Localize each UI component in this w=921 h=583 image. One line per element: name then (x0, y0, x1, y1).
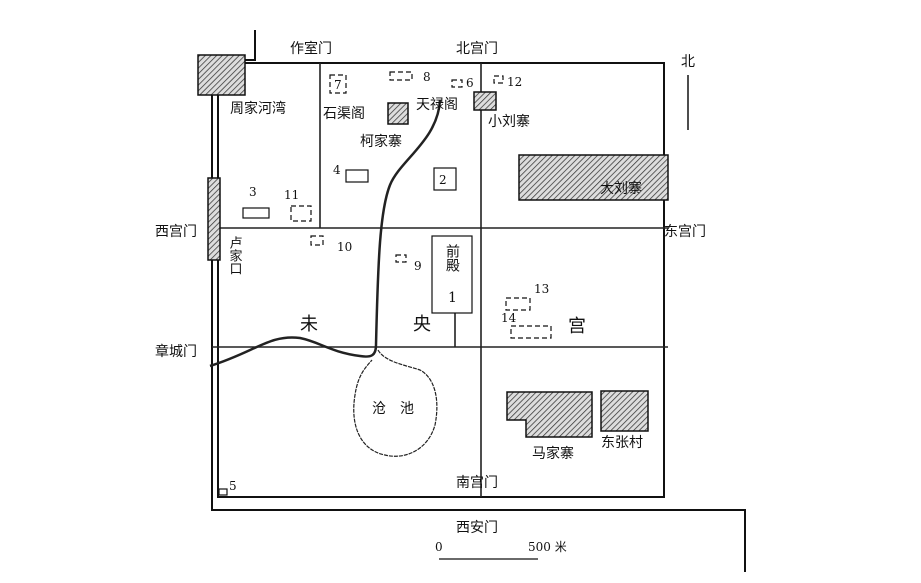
site-number-10: 10 (337, 240, 352, 254)
label-zhoujiahewan: 周家河湾 (230, 100, 286, 117)
site-number-5: 5 (229, 479, 237, 493)
scale-end: 500 米 (528, 540, 567, 554)
palace-name-wei: 未 (300, 314, 318, 335)
gate-zhangcheng: 章城门 (155, 343, 197, 360)
label-xiaoliuzhai: 小刘寨 (488, 113, 530, 130)
gate-west-palace: 西宫门 (155, 224, 197, 240)
gate-zuoshi: 作室门 (290, 40, 332, 57)
village-dongzhangcun-area (600, 390, 649, 432)
gate-north-palace: 北宫门 (456, 41, 498, 57)
site-numbers: 2 3 4 5 6 7 8 9 10 11 12 13 14 (229, 70, 549, 493)
villages (197, 54, 669, 438)
site-4 (345, 169, 369, 183)
palace-walls (211, 30, 746, 572)
site-number-2: 2 (439, 173, 447, 187)
site-5 (218, 488, 228, 496)
label-qiandian-number: 1 (448, 290, 457, 306)
city-wall (211, 30, 746, 572)
pond-label-chi: 池 (400, 401, 414, 417)
site-number-12: 12 (507, 75, 522, 89)
scale-start: 0 (435, 540, 443, 554)
village-zhoujiahewan-area (197, 54, 246, 96)
palace-wall (217, 62, 665, 498)
site-7 (329, 74, 347, 94)
label-kejiazhai: 柯家寨 (360, 133, 402, 150)
site-number-13: 13 (534, 282, 549, 296)
label-dongzhangcun: 东张村 (601, 435, 643, 451)
site-number-3: 3 (249, 185, 257, 199)
label-shiquge: 石渠阁 (323, 106, 365, 122)
site-number-11: 11 (284, 188, 299, 202)
site-2 (433, 167, 457, 191)
site-6 (451, 79, 463, 88)
gate-east-palace: 东宫门 (664, 224, 706, 240)
site-12 (493, 75, 504, 84)
village-daliuzhai-area (518, 154, 669, 201)
site-number-14: 14 (501, 311, 517, 325)
site-3 (242, 207, 270, 219)
roads (212, 63, 689, 497)
site-number-8: 8 (423, 70, 431, 84)
site-number-6: 6 (466, 76, 474, 90)
canal (209, 99, 442, 457)
north-arrow-label: 北 (681, 54, 695, 70)
site-number-7: 7 (334, 78, 342, 92)
village-majiazhai-area (506, 391, 593, 438)
gate-south-palace: 南宫门 (456, 475, 498, 491)
cang-pond-outline (353, 349, 438, 457)
scale-bar: 0 500 米 (435, 540, 567, 560)
building-sites (218, 71, 552, 496)
label-qiandian: 前殿 (444, 243, 460, 272)
palace-name-gong: 宫 (568, 316, 586, 337)
label-lujiakou: 卢家口 (227, 235, 243, 275)
label-majiazhai: 马家寨 (532, 445, 574, 462)
site-9 (395, 254, 407, 263)
label-tianluge: 天禄阁 (416, 97, 458, 113)
front-hall-site (431, 235, 473, 314)
site-13 (505, 297, 531, 311)
village-kejiazhai-area (387, 102, 409, 125)
site-number-9: 9 (414, 259, 422, 273)
village-xiaoliuzhai-area (473, 91, 497, 111)
site-number-4: 4 (333, 163, 341, 177)
site-14 (510, 325, 552, 339)
gate-labels: 作室门 北宫门 西宫门 东宫门 章城门 南宫门 西安门 北 (155, 40, 706, 536)
palace-name-yang: 央 (413, 314, 431, 335)
site-8 (389, 71, 413, 81)
label-daliuzhai: 大刘寨 (600, 180, 642, 197)
site-11 (290, 205, 312, 222)
place-labels: 周家河湾 石渠阁 天禄阁 柯家寨 小刘寨 大刘寨 卢家口 前殿 1 未 央 宫 … (227, 97, 644, 462)
pond-label-cang: 沧 (372, 400, 386, 417)
site-10 (310, 235, 324, 246)
canal-channel (209, 99, 442, 368)
village-lujiakou-area (207, 177, 221, 261)
gate-xian: 西安门 (456, 520, 498, 536)
